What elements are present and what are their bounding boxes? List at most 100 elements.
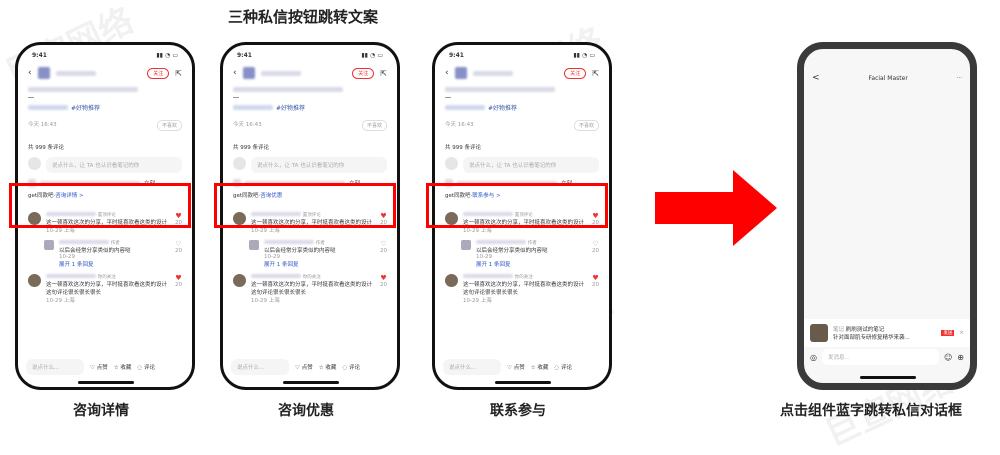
author-avatar bbox=[242, 67, 255, 79]
comment-button[interactable]: ◌ 评论 bbox=[342, 365, 360, 371]
plus-icon[interactable]: ⊕ bbox=[957, 352, 964, 362]
back-icon[interactable]: ‹ bbox=[445, 68, 449, 78]
comment-count: 共 999 条评论 bbox=[28, 145, 64, 151]
dislike-button[interactable]: 不喜欢 bbox=[573, 120, 599, 131]
dm-link[interactable]: 联系参与 > bbox=[472, 193, 501, 199]
back-button[interactable]: < bbox=[812, 73, 820, 83]
follow-button[interactable]: 关注 bbox=[352, 67, 375, 79]
variant-label: 咨询详情 bbox=[73, 403, 129, 419]
comment: 你的关注 这一顿喜欢这次的分享，平时挺喜欢看这类的设计这句评论很长很长很长 10… bbox=[18, 271, 192, 307]
message-input[interactable]: 发消息... bbox=[821, 349, 939, 365]
like-button[interactable]: ♡ 点赞 bbox=[90, 365, 108, 371]
chat-phone: < Facial Master ··· 笔记 刷刷测试的笔记 针对面部肌专研修复… bbox=[797, 42, 977, 390]
comment-badge: 你的关注 bbox=[302, 275, 321, 280]
card-prefix: get同款吧· bbox=[233, 193, 261, 199]
comment-button[interactable]: ◌ 评论 bbox=[554, 365, 572, 371]
heart-icon[interactable]: ♥ bbox=[592, 212, 599, 220]
home-indicator bbox=[495, 381, 551, 384]
emoji-icon[interactable]: ☺ bbox=[943, 352, 953, 362]
follow-button[interactable]: 关注 bbox=[147, 67, 170, 79]
comment-input[interactable]: 说点什么，让 TA 也认识看笔记的你 bbox=[463, 157, 599, 173]
close-icon[interactable]: × bbox=[959, 330, 964, 336]
avatar bbox=[233, 212, 246, 225]
heart-icon[interactable]: ♥ bbox=[592, 274, 599, 282]
heart-icon[interactable]: ♥ bbox=[380, 274, 387, 282]
card-prefix: get同款吧· bbox=[445, 193, 473, 199]
collect-button[interactable]: ☆ 收藏 bbox=[113, 365, 132, 371]
like-count: 20 bbox=[380, 282, 387, 288]
follow-button[interactable]: 关注 bbox=[564, 67, 587, 79]
dislike-button[interactable]: 不喜欢 bbox=[361, 120, 387, 131]
avatar bbox=[445, 212, 458, 225]
card-tag: 笔记 bbox=[833, 327, 845, 333]
dm-link[interactable]: 咨询详情 > bbox=[55, 193, 84, 199]
back-icon[interactable]: ‹ bbox=[233, 68, 237, 78]
comment-count: 共 999 条评论 bbox=[445, 145, 481, 151]
bottom-comment-input[interactable]: 说点什么... bbox=[231, 359, 289, 375]
like-count: 20 bbox=[592, 282, 599, 288]
comment: 置顶评论 这一顿喜欢这次的分享，平时挺喜欢看这类的设计 10-29 上海 ♥20 bbox=[435, 209, 609, 237]
comment-meta: 10-29 上海 bbox=[46, 228, 75, 234]
card-title: 刷刷测试的笔记 bbox=[845, 327, 885, 333]
voice-icon[interactable]: ◎ bbox=[810, 352, 817, 362]
heart-icon[interactable]: ♡ bbox=[175, 240, 182, 248]
share-icon[interactable]: ⇱ bbox=[592, 68, 599, 78]
heart-icon[interactable]: ♡ bbox=[592, 240, 599, 248]
author-avatar bbox=[37, 67, 50, 79]
post-date: 今天 16:43 bbox=[233, 122, 262, 128]
bottom-comment-input[interactable]: 说点什么... bbox=[26, 359, 84, 375]
arrow-right-icon bbox=[655, 170, 777, 246]
comment-text: 这一顿喜欢这次的分享，平时挺喜欢看这类的设计 bbox=[463, 220, 585, 226]
heart-icon[interactable]: ♡ bbox=[380, 240, 387, 248]
variant-label: 联系参与 bbox=[490, 403, 546, 419]
dm-link[interactable]: 咨询优惠 bbox=[260, 193, 283, 199]
comment-meta: 10-29 上海 bbox=[46, 298, 75, 304]
note-card[interactable]: 笔记 刷刷测试的笔记 针对面部肌专研修复精华来袭... 发送 × bbox=[804, 319, 970, 347]
avatar bbox=[249, 240, 259, 250]
bottom-comment-input[interactable]: 说点什么... bbox=[443, 359, 501, 375]
expand-replies[interactable]: 展开 1 条回复 bbox=[264, 262, 299, 268]
comment-input[interactable]: 说点什么，让 TA 也认识看笔记的你 bbox=[46, 157, 182, 173]
hashtag[interactable]: #好物推荐 bbox=[488, 105, 518, 112]
comment-meta: 10-29 bbox=[476, 254, 492, 260]
avatar bbox=[28, 274, 41, 287]
heart-icon[interactable]: ♥ bbox=[175, 212, 182, 220]
comment-badge: 作者 bbox=[527, 241, 537, 246]
share-icon[interactable]: ⇱ bbox=[380, 68, 387, 78]
comment-meta: 10-29 上海 bbox=[251, 228, 280, 234]
expand-replies[interactable]: 展开 1 条回复 bbox=[476, 262, 511, 268]
share-icon[interactable]: ⇱ bbox=[175, 68, 182, 78]
collect-button[interactable]: ☆ 收藏 bbox=[530, 365, 549, 371]
like-button[interactable]: ♡ 点赞 bbox=[295, 365, 313, 371]
collect-button[interactable]: ☆ 收藏 bbox=[318, 365, 337, 371]
heart-icon[interactable]: ♥ bbox=[380, 212, 387, 220]
comment-input[interactable]: 说点什么，让 TA 也认识看笔记的你 bbox=[251, 157, 387, 173]
like-button[interactable]: ♡ 点赞 bbox=[507, 365, 525, 371]
comment-text: 以后会经常分享类似的内容哒 bbox=[476, 248, 548, 254]
more-button[interactable]: ··· bbox=[956, 75, 962, 81]
avatar bbox=[28, 212, 41, 225]
expand-replies[interactable]: 展开 1 条回复 bbox=[59, 262, 94, 268]
like-count: 20 bbox=[592, 220, 599, 226]
card-prefix: get同款吧· bbox=[28, 193, 56, 199]
comment-badge: 你的关注 bbox=[97, 275, 116, 280]
avatar bbox=[445, 274, 458, 287]
comment-text: 以后会经常分享类似的内容哒 bbox=[59, 248, 131, 254]
home-indicator bbox=[283, 381, 339, 384]
hashtag[interactable]: #好物推荐 bbox=[71, 105, 101, 112]
highlight-box bbox=[426, 183, 608, 228]
comment-badge: 置顶评论 bbox=[514, 213, 533, 218]
send-button[interactable]: 发送 bbox=[941, 330, 955, 336]
hashtag[interactable]: #好物推荐 bbox=[276, 105, 306, 112]
comment-button[interactable]: ◌ 评论 bbox=[137, 365, 155, 371]
back-icon[interactable]: ‹ bbox=[28, 68, 32, 78]
dislike-button[interactable]: 不喜欢 bbox=[156, 120, 182, 131]
author-avatar bbox=[454, 67, 467, 79]
home-indicator bbox=[78, 381, 134, 384]
like-count: 20 bbox=[175, 248, 182, 254]
comment-badge: 置顶评论 bbox=[97, 213, 116, 218]
heart-icon[interactable]: ♥ bbox=[175, 274, 182, 282]
comment-text: 这一顿喜欢这次的分享，平时挺喜欢看这类的设计这句评论很长很长很长 bbox=[46, 282, 168, 296]
comment: 你的关注 这一顿喜欢这次的分享，平时挺喜欢看这类的设计这句评论很长很长很长 10… bbox=[435, 271, 609, 307]
